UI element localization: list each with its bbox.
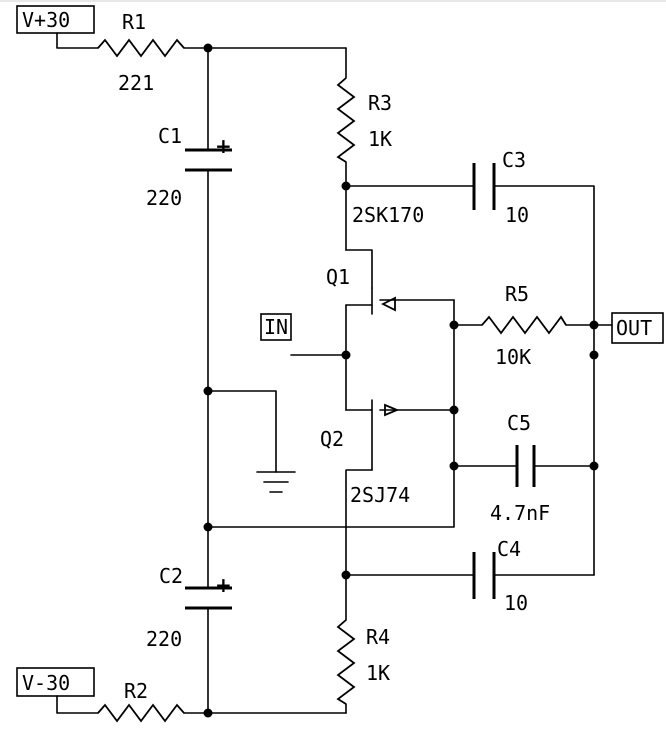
capacitor-c3 — [472, 163, 496, 210]
port-in-label: IN — [264, 315, 288, 339]
label-c2-polarity: + — [215, 573, 232, 597]
label-q2-ref: Q2 — [320, 427, 344, 451]
resistor-r3 — [336, 77, 356, 163]
transistor-q2 — [384, 403, 400, 417]
capacitor-c2 — [185, 586, 232, 610]
transistor-q1 — [380, 296, 396, 312]
junction-dot — [203, 708, 213, 718]
capacitor-c1 — [185, 148, 232, 172]
port-v-minus-box — [16, 667, 95, 697]
port-v-minus-label: V-30 — [22, 671, 70, 695]
wire-ground — [207, 390, 277, 473]
junction-dot — [203, 522, 213, 532]
port-in-box — [260, 313, 292, 341]
port-v-plus: V+30 — [16, 5, 95, 34]
label-r2-ref: R2 — [124, 679, 148, 703]
label-c1-value: 220 — [146, 186, 182, 210]
resistor-r5 — [481, 315, 567, 335]
q2-source-arrow-icon — [384, 403, 400, 417]
label-r4-ref: R4 — [366, 625, 390, 649]
port-out-box — [611, 312, 664, 344]
labels: R1 221 R2 R3 1K R4 1K R5 10K C1 + 220 C2… — [118, 10, 550, 703]
resistor-r4 — [336, 619, 356, 705]
label-c1-polarity: + — [215, 134, 232, 158]
label-c3-value: 10 — [505, 203, 529, 227]
junction-dot — [203, 386, 213, 396]
wires — [56, 32, 613, 714]
label-r5-value: 10K — [495, 345, 531, 369]
wire-vplus — [56, 32, 99, 49]
label-r1-ref: R1 — [122, 10, 146, 34]
label-c4-ref: C4 — [497, 537, 521, 561]
wire-vminus — [56, 695, 99, 714]
capacitor-c4 — [472, 552, 496, 599]
junction-dot — [449, 320, 459, 330]
label-c2-ref: C2 — [159, 564, 183, 588]
q1-source-arrow-icon — [380, 296, 396, 312]
ground-icon — [256, 471, 296, 493]
label-r4-value: 1K — [366, 661, 390, 685]
port-out-label: OUT — [616, 316, 652, 340]
label-c3-ref: C3 — [502, 148, 526, 172]
label-r3-ref: R3 — [368, 91, 392, 115]
junction-dot — [589, 320, 599, 330]
wire-output-bus — [493, 185, 595, 576]
label-r5-ref: R5 — [505, 282, 529, 306]
wire-bias-loop — [207, 299, 455, 528]
junction-dot — [589, 350, 599, 360]
label-c1-ref: C1 — [158, 124, 182, 148]
label-r1-value: 221 — [118, 71, 154, 95]
junction-dot — [589, 461, 599, 471]
junction-dot — [203, 43, 213, 53]
port-v-plus-box — [16, 5, 95, 34]
resistor-r2 — [97, 703, 185, 723]
junction-dot — [449, 405, 459, 415]
port-out: OUT — [611, 312, 664, 344]
label-c5-ref: C5 — [507, 411, 531, 435]
label-r3-value: 1K — [368, 127, 392, 151]
junction-dot — [341, 181, 351, 191]
label-q1-part: 2SK170 — [352, 203, 424, 227]
label-c2-value: 220 — [146, 627, 182, 651]
capacitor-c5 — [515, 445, 536, 487]
wire-q1-drain — [345, 249, 373, 289]
junction-dot — [341, 570, 351, 580]
junctions — [203, 43, 599, 718]
junction-dot — [341, 350, 351, 360]
junction-dot — [449, 461, 459, 471]
port-v-minus: V-30 — [16, 667, 95, 697]
label-q1-ref: Q1 — [326, 265, 350, 289]
label-q2-part: 2SJ74 — [350, 483, 410, 507]
wire-q2-drain — [345, 469, 373, 621]
label-c5-value: 4.7nF — [490, 501, 550, 525]
port-v-plus-label: V+30 — [22, 8, 70, 32]
resistor-r1 — [97, 38, 185, 58]
port-in: IN — [260, 313, 292, 341]
label-c4-value: 10 — [504, 591, 528, 615]
